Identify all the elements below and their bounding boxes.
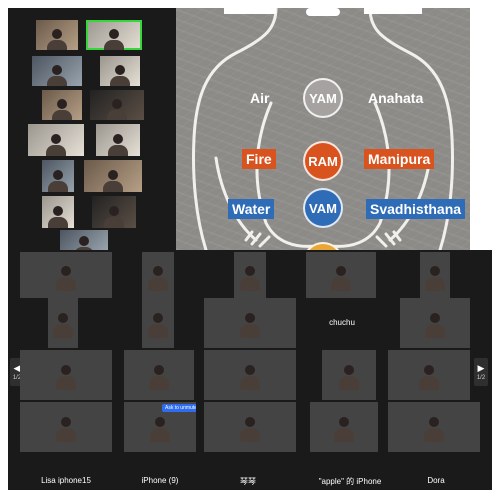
video-tile[interactable] bbox=[36, 20, 78, 50]
chakra-name-label: Svadhisthana bbox=[366, 199, 466, 219]
page-indicator: 1/2 bbox=[476, 375, 486, 381]
participant-figure bbox=[240, 265, 260, 291]
next-page-button[interactable]: ▶ 1/2 bbox=[474, 358, 488, 386]
participant-figure bbox=[107, 99, 127, 120]
chakra-element-label: Water bbox=[228, 199, 275, 219]
chakra-circle-anahata: YAM bbox=[303, 78, 343, 118]
participant-figure bbox=[74, 236, 94, 250]
video-tile[interactable] bbox=[84, 160, 142, 192]
participant-figure bbox=[108, 133, 128, 156]
participant-figure bbox=[339, 365, 359, 390]
video-tile[interactable] bbox=[20, 252, 112, 298]
participant-figure bbox=[104, 29, 124, 50]
video-tile[interactable] bbox=[42, 90, 82, 120]
video-tile[interactable] bbox=[306, 252, 376, 298]
video-tile[interactable] bbox=[388, 350, 470, 400]
video-tile[interactable] bbox=[42, 196, 74, 228]
video-tile[interactable] bbox=[322, 350, 376, 400]
chakra-syllable: YAM bbox=[309, 90, 337, 106]
participant-figure bbox=[47, 29, 67, 50]
video-tile[interactable] bbox=[310, 402, 378, 452]
video-tile[interactable] bbox=[100, 56, 140, 86]
participant-name: 琴琴 bbox=[240, 477, 256, 486]
video-tile[interactable] bbox=[28, 124, 84, 156]
video-tile[interactable] bbox=[204, 402, 296, 452]
participant-figure bbox=[424, 417, 444, 442]
chevron-left-icon: ◀ bbox=[13, 363, 21, 373]
participant-figure bbox=[240, 365, 260, 390]
chakra-name-label: Anahata bbox=[368, 90, 424, 106]
participant-figure bbox=[104, 205, 124, 228]
video-tile[interactable] bbox=[400, 298, 470, 348]
video-tile-active-speaker[interactable] bbox=[86, 20, 142, 50]
video-tile[interactable] bbox=[48, 298, 78, 348]
video-tile[interactable] bbox=[420, 252, 450, 298]
participant-name: iPhone (9) bbox=[141, 476, 179, 485]
video-tile[interactable] bbox=[142, 252, 174, 298]
participant-figure bbox=[150, 417, 170, 442]
participant-name: Dora bbox=[427, 476, 445, 485]
participant-figure bbox=[56, 417, 76, 442]
participant-figure bbox=[419, 365, 439, 390]
participant-figure bbox=[56, 265, 76, 291]
bottom-participant-gallery: chuchu ◀ 1/2 ▶ 1/2 Ask to unmute Lisa ip… bbox=[8, 250, 492, 490]
participant-figure bbox=[240, 417, 260, 442]
chakra-name-label: Manipura bbox=[364, 149, 435, 169]
participant-figure bbox=[149, 365, 169, 390]
video-tile[interactable]: Ask to unmute bbox=[124, 402, 196, 452]
participant-figure bbox=[425, 265, 445, 291]
chakra-element-label: Air bbox=[250, 90, 270, 106]
participant-figure bbox=[331, 265, 351, 291]
participant-figure bbox=[48, 169, 68, 192]
video-tile[interactable] bbox=[96, 124, 140, 156]
participant-name: chuchu bbox=[329, 318, 355, 327]
video-tile[interactable] bbox=[60, 230, 108, 250]
participant-figure bbox=[56, 365, 76, 390]
top-participant-gallery bbox=[8, 8, 176, 250]
video-tile[interactable] bbox=[234, 252, 266, 298]
participant-figure bbox=[53, 313, 73, 338]
video-tile[interactable] bbox=[20, 350, 112, 400]
page-indicator: 1/2 bbox=[12, 375, 22, 381]
video-tile[interactable] bbox=[142, 298, 174, 348]
video-tile[interactable] bbox=[32, 56, 82, 86]
participant-figure bbox=[103, 169, 123, 192]
video-tile[interactable] bbox=[204, 350, 296, 400]
chakra-circle-manipura: RAM bbox=[303, 141, 343, 181]
participant-figure bbox=[334, 417, 354, 442]
ask-to-unmute-button[interactable]: Ask to unmute bbox=[162, 404, 196, 412]
participant-figure bbox=[48, 205, 68, 228]
participant-figure bbox=[240, 313, 260, 338]
participant-figure bbox=[47, 65, 67, 86]
participant-name: Lisa iphone15 bbox=[41, 476, 91, 485]
chakra-syllable: RAM bbox=[308, 153, 338, 169]
participant-figure bbox=[46, 133, 66, 156]
video-tile[interactable] bbox=[90, 90, 144, 120]
participant-figure bbox=[52, 99, 72, 120]
chakra-circle-svadhisthana: VAM bbox=[303, 188, 343, 228]
video-tile[interactable] bbox=[92, 196, 136, 228]
video-tile[interactable] bbox=[204, 298, 296, 348]
video-tile[interactable] bbox=[124, 350, 194, 400]
shared-screen-chakra-slide: YAM Air Anahata RAM Fire Manipura VAM Wa… bbox=[176, 8, 470, 250]
participant-figure bbox=[148, 265, 168, 291]
video-tile[interactable] bbox=[20, 402, 112, 452]
participant-figure bbox=[148, 313, 168, 338]
participant-figure bbox=[110, 65, 130, 86]
chevron-right-icon: ▶ bbox=[477, 363, 485, 373]
chakra-element-label: Fire bbox=[242, 149, 276, 169]
video-tile[interactable] bbox=[388, 402, 480, 452]
participant-figure bbox=[425, 313, 445, 338]
video-tile[interactable] bbox=[42, 160, 74, 192]
participant-name: "apple" 的 iPhone bbox=[318, 477, 382, 486]
chakra-syllable: VAM bbox=[309, 200, 337, 216]
